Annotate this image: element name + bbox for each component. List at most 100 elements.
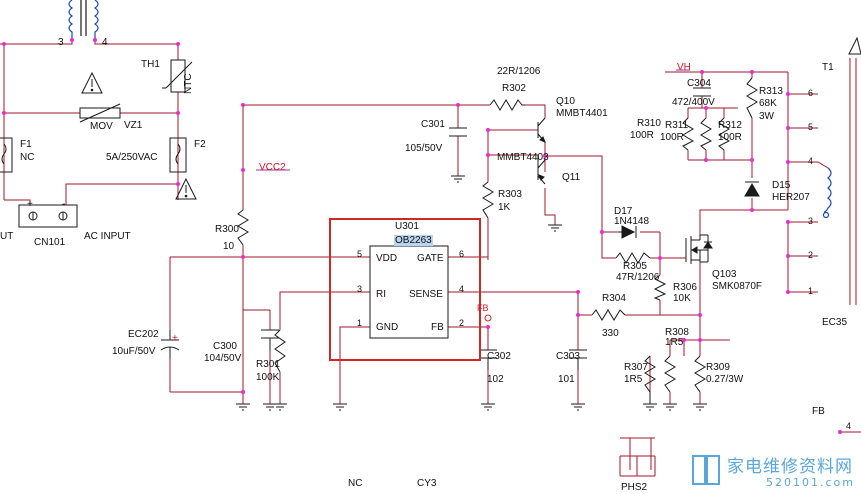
transformer-pin-4: 4	[102, 37, 108, 48]
ground-icon	[663, 403, 677, 411]
r309-symbol	[694, 355, 706, 393]
watermark-url: 520101.com	[766, 476, 855, 489]
r313-ref: R313	[759, 86, 783, 97]
u301-pin-name: GND	[376, 322, 399, 333]
f1-fuse-symbol	[0, 137, 13, 173]
r302-ref: R302	[502, 83, 526, 94]
r312-value: 100R	[718, 132, 742, 143]
r307-ref: R307	[624, 362, 648, 373]
r300-ref: R300	[215, 224, 239, 235]
t1-pin: 5	[808, 122, 814, 132]
r308-value: 1R5	[665, 337, 684, 348]
th1-ref: TH1	[141, 59, 160, 70]
r305-symbol	[615, 252, 651, 264]
watermark-text: 家电维修资料网	[727, 457, 853, 477]
ground-icon	[451, 175, 465, 183]
r303-ref: R303	[498, 189, 522, 200]
r307-symbol	[644, 355, 656, 404]
c300-ref: C300	[213, 341, 237, 352]
ec202-value: 10uF/50V	[112, 346, 156, 357]
r305-value: 47R/1206	[616, 272, 660, 283]
c304-ref: C304	[687, 78, 711, 89]
d17-value: 1N4148	[614, 216, 650, 227]
d15-value: HER207	[772, 192, 810, 203]
q10-value: MMBT4401	[556, 108, 608, 119]
resistors	[237, 77, 758, 404]
r303-value: 1K	[498, 202, 511, 213]
c302-symbol	[479, 349, 497, 370]
c303-value: 101	[558, 374, 575, 385]
r309-value: 0.27/3W	[706, 374, 744, 385]
q11-ref: Q11	[562, 172, 581, 183]
r311-ref: R311	[665, 120, 689, 131]
r304-symbol	[591, 309, 626, 321]
u301-pin-num: 6	[459, 249, 465, 259]
r300-symbol	[237, 209, 249, 246]
th1-type: NTC	[183, 73, 194, 94]
th1-ntc-symbol	[162, 59, 193, 93]
q10-ref: Q10	[556, 96, 575, 107]
u301-pin-name: SENSE	[409, 289, 443, 300]
r308-symbol	[664, 355, 676, 393]
c301-symbol	[449, 127, 467, 137]
q103-mosfet-symbol	[685, 234, 713, 264]
f1-value: NC	[20, 152, 35, 163]
u301-pin-num: 1	[357, 318, 363, 328]
u301-pin-num: 5	[357, 249, 363, 259]
f1-ref: F1	[20, 139, 32, 150]
u301-pin-name: RI	[376, 289, 386, 300]
t1-pin: 4	[808, 156, 814, 166]
phs2-label: PHS2	[621, 482, 648, 493]
q11-value: MMBT4403	[497, 152, 549, 163]
ground-icon	[643, 403, 657, 411]
c304-symbol	[693, 87, 711, 97]
ac-input-label: AC INPUT	[84, 231, 131, 242]
r304-value: 330	[602, 328, 619, 339]
capacitors	[160, 87, 711, 370]
t1-winding-symbol	[822, 167, 832, 219]
u301-pin-num: 3	[357, 284, 363, 294]
cy3-label: CY3	[417, 478, 437, 489]
r301-value: 100K	[256, 372, 280, 383]
u301-ref: U301	[395, 221, 419, 232]
mov-symbol	[79, 103, 121, 123]
d17-ref: D17	[614, 206, 633, 217]
fb-right-net: FB	[812, 406, 825, 417]
warning-icon	[848, 36, 861, 55]
ground-icon	[548, 224, 562, 232]
r312-ref: R312	[718, 120, 742, 131]
r302-symbol	[489, 99, 525, 111]
t1-pin: 2	[808, 250, 814, 260]
u301-pin-num: 2	[459, 318, 465, 328]
ec202-polarity: +	[172, 333, 178, 344]
r311-value: 100R	[660, 132, 684, 143]
net-lines	[256, 69, 690, 171]
nc-label: NC	[348, 478, 363, 489]
d15-diode-symbol	[744, 181, 760, 197]
c303-symbol	[569, 349, 587, 370]
cn101-ref: CN101	[34, 237, 66, 248]
t1-ref: T1	[822, 62, 834, 73]
vh-net: VH	[677, 62, 691, 73]
watermark-logo-icon	[692, 455, 720, 485]
r312-symbol	[718, 117, 731, 151]
r306-ref: R306	[673, 282, 697, 293]
t1-pin: 6	[808, 88, 814, 98]
ground-icon	[693, 403, 707, 411]
ground-icon	[273, 403, 287, 411]
ground-icon	[481, 403, 495, 411]
fb-right-pin: 4	[846, 421, 852, 431]
q103-ref: Q103	[712, 269, 737, 280]
d15-ref: D15	[772, 180, 791, 191]
t1-pin: 1	[808, 286, 814, 296]
r309-ref: R309	[706, 362, 730, 373]
r301-symbol	[274, 329, 286, 373]
cn101-connector-symbol	[18, 204, 78, 228]
u301-part: OB2263	[394, 235, 433, 246]
ground-icon	[571, 403, 585, 411]
vcc2-net: VCC2	[259, 162, 286, 173]
ground-icon	[236, 403, 250, 411]
r310-ref: R310	[637, 118, 661, 129]
wires	[0, 40, 861, 477]
q11-transistor-symbol	[537, 155, 546, 185]
